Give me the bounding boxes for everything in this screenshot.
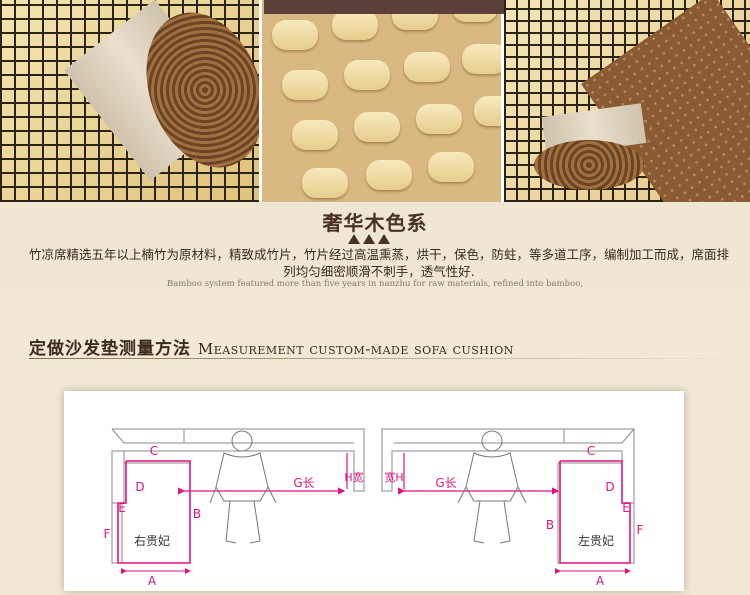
sofa-outline: [381, 428, 635, 504]
info-section: 奢华木色系 竹凉席精选五年以上楠竹为原材料，精致成竹片，竹片经过高温熏蒸，烘干，…: [0, 202, 750, 294]
info-title: 奢华木色系: [322, 211, 428, 235]
measurement-heading: 定做沙发垫测量方法 Measurement custom-made sofa c…: [29, 334, 514, 359]
info-english-caption: Bamboo system featured more than five ye…: [166, 279, 584, 289]
sofa-measurement-diagram: C D E F B A G长 H宽 右贵妃: [104, 428, 644, 588]
rolled-mat-photo: [0, 0, 259, 202]
label-h: 宽H: [384, 470, 403, 484]
info-description: 竹凉席精选五年以上楠竹为原材料，精致成竹片，竹片经过高温熏蒸，烘干，保色，防蛀，…: [28, 247, 729, 279]
seated-person-figure: [209, 430, 277, 544]
sofa-edge: [264, 0, 504, 14]
seated-person-figure: [457, 430, 527, 544]
measurement-heading-en: Measurement custom-made sofa cushion: [197, 340, 514, 358]
label-a: A: [596, 574, 605, 588]
label-g: G长: [435, 476, 456, 490]
sofa-outline: [111, 428, 354, 444]
measurement-heading-cn: 定做沙发垫测量方法: [29, 339, 191, 359]
triangle-icon: [348, 234, 360, 244]
right-chaise-diagram: C D E F B A G长 H宽 右贵妃: [104, 428, 365, 588]
label-g: G长: [293, 476, 314, 490]
sofa-outline: [112, 428, 365, 492]
measurement-section: 定做沙发垫测量方法 Measurement custom-made sofa c…: [0, 294, 750, 591]
label-h: H宽: [344, 470, 363, 484]
mat-roll: [533, 140, 644, 190]
label-c: C: [587, 444, 595, 458]
diagram-card: C D E F B A G长 H宽 右贵妃: [64, 391, 684, 591]
label-b: B: [546, 518, 554, 532]
label-c: C: [150, 444, 158, 458]
label-f: F: [637, 523, 644, 537]
product-photos: [0, 0, 750, 202]
label-f: F: [104, 527, 111, 541]
label-e: E: [622, 501, 630, 515]
label-a: A: [148, 574, 157, 588]
label-d: D: [605, 480, 614, 494]
label-b: B: [193, 507, 201, 521]
triangle-icon: [363, 234, 375, 244]
chaise-label: 左贵妃: [578, 533, 614, 548]
tile-closeup-photo: [261, 0, 501, 202]
backed-mat-photo: [503, 0, 750, 202]
label-d: D: [135, 480, 144, 494]
left-chaise-diagram: C D E F B A G长 宽H 左贵妃: [381, 428, 644, 588]
label-e: E: [118, 501, 126, 515]
triangle-icon: [378, 234, 390, 244]
chaise-label: 右贵妃: [134, 533, 170, 548]
heading-underline: [29, 358, 749, 359]
measure-outline: [559, 460, 631, 564]
measure-outline: [117, 460, 191, 564]
sofa-outline: [111, 450, 125, 504]
